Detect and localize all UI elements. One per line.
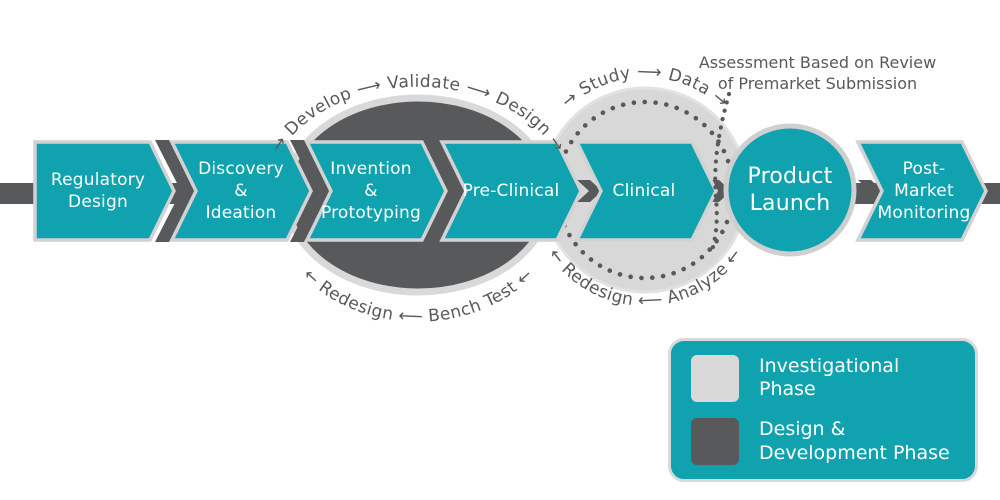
- stage-chevron-regulatory-design: [33, 140, 176, 242]
- legend-item-design-development: Design & Development Phase: [691, 418, 955, 466]
- design-development-phase-swatch: [691, 418, 739, 466]
- assessment-dotted-line: [708, 91, 732, 257]
- stage-chevron-invention-prototyping: [304, 140, 448, 242]
- stage-label-post-market-monitoring: Post- Market Monitoring: [877, 158, 971, 224]
- stage-label-pre-clinical: Pre-Clinical: [462, 180, 560, 201]
- stage-label-regulatory-design: Regulatory Design: [50, 169, 146, 212]
- legend-label-design-development: Design & Development Phase: [759, 418, 950, 464]
- stage-label-discovery-ideation: Discovery & Ideation: [198, 158, 284, 224]
- legend-label-investigational: Investigational Phase: [759, 354, 900, 401]
- legend-item-investigational: Investigational Phase: [691, 355, 955, 403]
- junction-connector: [858, 180, 883, 202]
- product-launch-circle: [723, 123, 857, 257]
- junction-connector: [577, 180, 602, 202]
- stage-label-clinical: Clinical: [612, 180, 676, 201]
- stage-chevron-discovery-ideation: [169, 140, 313, 242]
- stage-label-product-launch: Product Launch: [747, 163, 833, 217]
- assessment-annotation: Assessment Based on Review of Premarket …: [698, 53, 937, 94]
- stage-chevron-post-market-monitoring: [855, 140, 988, 242]
- junction-connector: [425, 140, 465, 242]
- junction-connector: [290, 140, 330, 242]
- stage-chevron-clinical: [574, 140, 718, 242]
- investigational-phase-swatch: [691, 354, 739, 402]
- legend: Investigational Phase Design & Developme…: [668, 338, 978, 482]
- stage-chevron-pre-clinical: [439, 140, 583, 242]
- stage-label-invention-prototyping: Invention & Prototyping: [320, 158, 422, 224]
- junction-connector: [155, 140, 195, 242]
